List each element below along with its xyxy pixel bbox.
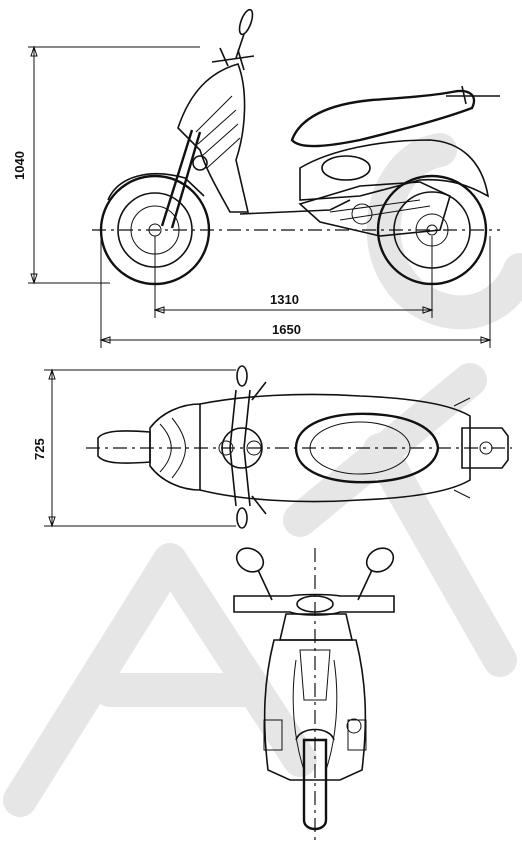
top-front-fender	[97, 430, 151, 464]
wheelbase-label: 1310	[270, 292, 299, 307]
dimension-overall-height: 1040	[12, 45, 200, 285]
dimension-overall-length: 1650	[99, 236, 492, 348]
front-leg-shield	[263, 639, 367, 781]
overall-width-label: 725	[32, 438, 47, 460]
front-view	[233, 547, 395, 840]
leg-shield	[177, 63, 250, 213]
front-right-mirror	[365, 547, 395, 573]
front-left-mirror	[235, 547, 265, 573]
rear-rack	[446, 85, 500, 105]
front-fork	[160, 129, 202, 229]
watermark	[3, 133, 522, 817]
floorboard	[239, 199, 351, 215]
front-view-wheel	[302, 738, 328, 831]
dimension-wheelbase: 1310	[153, 236, 434, 318]
top-handlebar	[218, 365, 267, 529]
top-view	[86, 365, 512, 529]
overall-length-label: 1650	[272, 322, 301, 337]
mirror	[238, 8, 254, 36]
rear-body	[299, 139, 490, 201]
engine	[298, 181, 451, 237]
side-view	[92, 8, 500, 286]
handlebar	[211, 47, 255, 71]
dimension-overall-width: 725	[32, 368, 236, 528]
overall-height-label: 1040	[12, 151, 27, 180]
top-tail	[461, 427, 509, 469]
